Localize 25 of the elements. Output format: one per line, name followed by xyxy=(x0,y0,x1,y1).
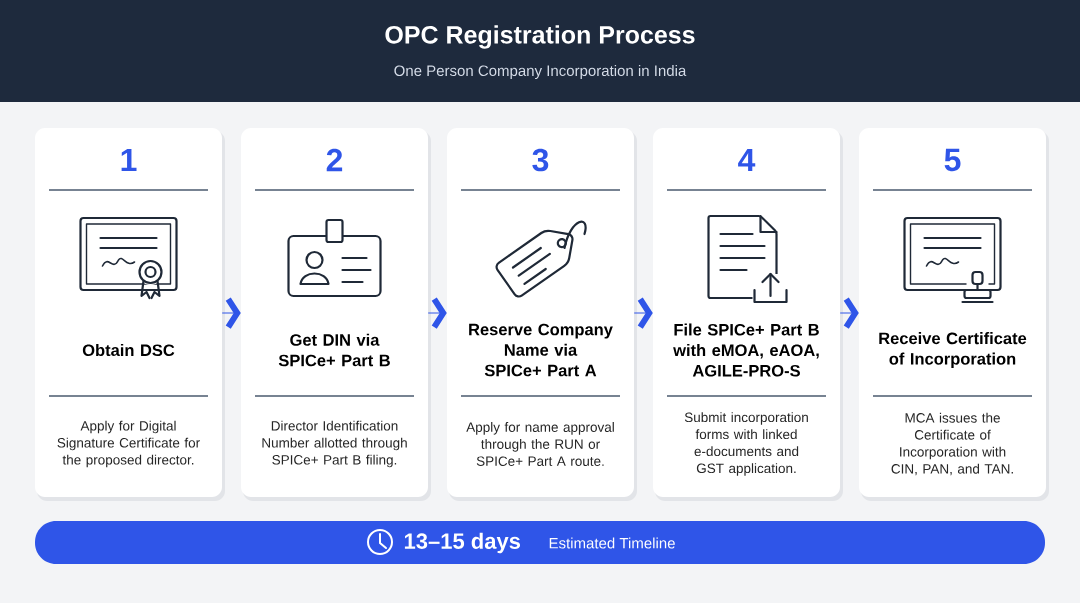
step-title: Receive Certificate of Incorporation xyxy=(879,332,1027,368)
step-number: 3 xyxy=(532,148,549,172)
step-description: MCA issues the Certificate of Incorporation with CIN, PAN, and TAN. xyxy=(891,412,1013,476)
step-description: Apply for Digital Signature Certificate for the proposed director. xyxy=(57,420,200,468)
step-card xyxy=(35,128,225,501)
step-title: Get DIN via SPICe+ Part B xyxy=(278,333,390,367)
subtitle: One Person Company Incorporation in India xyxy=(394,65,687,79)
step-number: 5 xyxy=(944,148,961,172)
step-number: 4 xyxy=(738,149,756,171)
step-description: Apply for name approval through the RUN or SPICe+ Part A route. xyxy=(466,422,614,466)
duration-text: 13–15 days xyxy=(404,532,521,554)
step-number: 2 xyxy=(326,148,343,172)
step-card xyxy=(653,128,843,501)
step-number: 1 xyxy=(121,149,137,171)
step-card xyxy=(447,128,637,501)
step-title: Obtain DSC xyxy=(82,343,175,357)
step-description: Submit incorporation forms with linked e-documents and GST application. xyxy=(684,412,808,476)
step-card xyxy=(859,128,1049,501)
timeline-bar xyxy=(35,521,1045,564)
timeline-label: Estimated Timeline xyxy=(549,537,675,549)
step-description: Director Identification Number allotted through SPICe+ Part B filing. xyxy=(262,420,407,468)
step-title: Reserve Company Name via SPICe+ Part A xyxy=(469,323,613,377)
step-title: File SPICe+ Part B with eMOA, eAOA, AGILE-PRO-S xyxy=(673,323,819,377)
title: OPC Registration Process xyxy=(385,25,695,49)
step-card xyxy=(241,128,431,501)
